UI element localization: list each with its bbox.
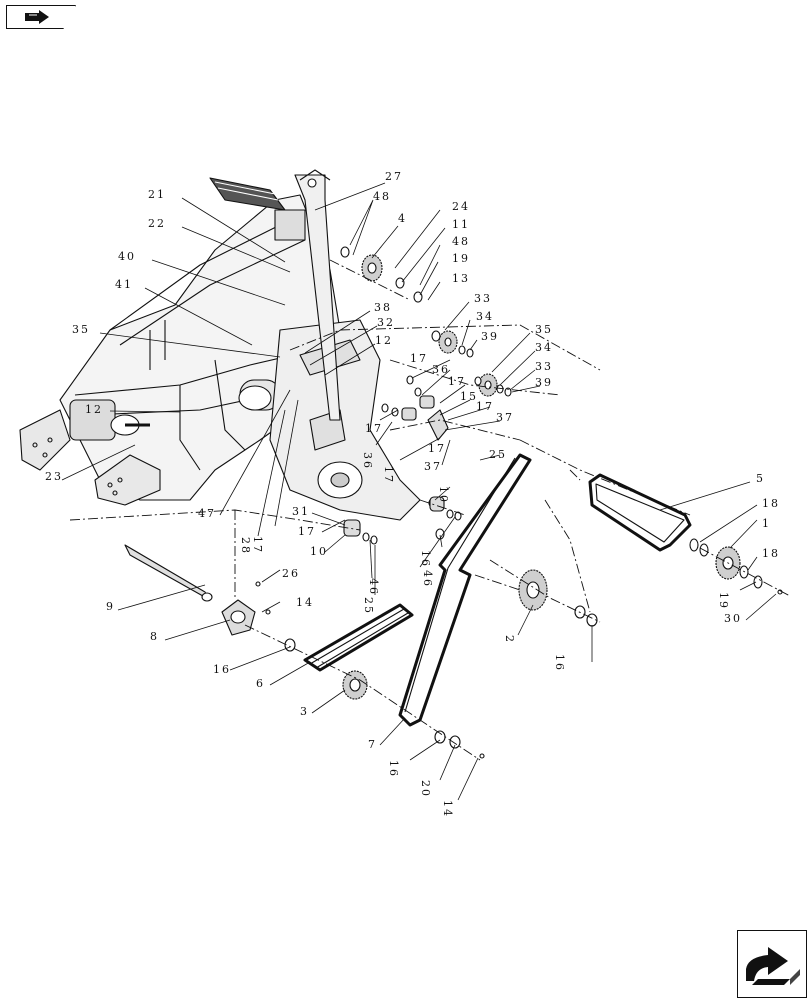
callout-17: 17	[298, 525, 316, 538]
callout-30: 30	[724, 612, 742, 625]
callout-36: 36	[432, 363, 450, 376]
callout-48: 48	[452, 235, 470, 248]
callout-38: 38	[374, 301, 392, 314]
callout-48: 48	[373, 190, 391, 203]
callout-28: 28	[239, 537, 252, 555]
sprocket-3	[342, 670, 368, 700]
belt-5	[588, 473, 692, 552]
callout-41: 41	[115, 278, 133, 291]
callout-8: 8	[150, 630, 159, 643]
sprocket-33a	[438, 330, 458, 354]
callout-35: 35	[72, 323, 90, 336]
callout-47: 47	[198, 507, 216, 520]
callout-46: 46	[421, 570, 434, 588]
callout-17: 17	[476, 400, 494, 413]
curved-arrow-in-box-icon	[746, 947, 800, 985]
callout-12: 12	[85, 403, 103, 416]
sprocket-4	[361, 254, 383, 282]
callout-33: 33	[535, 360, 553, 373]
callout-25: 25	[489, 448, 507, 461]
callout-26: 26	[282, 567, 300, 580]
callout-32: 32	[377, 316, 395, 329]
callout-17: 17	[365, 422, 383, 435]
callout-16: 16	[213, 663, 231, 676]
callout-19: 19	[717, 592, 730, 610]
callout-18: 18	[762, 547, 780, 560]
belt-7	[398, 453, 532, 727]
callout-17: 17	[410, 352, 428, 365]
callout-34: 34	[476, 310, 494, 323]
callout-9: 9	[106, 600, 115, 613]
callout-34: 34	[535, 341, 553, 354]
sprocket-35	[478, 373, 498, 397]
main-frame	[19, 169, 421, 521]
callout-6: 6	[256, 677, 265, 690]
sprocket-2	[518, 569, 548, 611]
center-lines	[69, 259, 791, 761]
callout-24: 24	[452, 200, 470, 213]
callout-12: 12	[375, 334, 393, 347]
callout-4: 4	[398, 212, 407, 225]
belt-6	[303, 603, 414, 672]
callout-1: 1	[762, 517, 771, 530]
callout-10: 10	[310, 545, 328, 558]
callout-35: 35	[535, 323, 553, 336]
callout-11: 11	[452, 218, 470, 231]
callout-18: 18	[762, 497, 780, 510]
hardware-parts	[255, 246, 783, 759]
callout-25: 25	[362, 597, 375, 615]
callout-16: 16	[553, 654, 566, 672]
callout-33: 33	[474, 292, 492, 305]
callout-7: 7	[368, 738, 377, 751]
callout-5: 5	[756, 472, 765, 485]
callout-27: 27	[385, 170, 403, 183]
leader-lines	[61, 182, 777, 801]
callout-22: 22	[148, 217, 166, 230]
next-page-button[interactable]	[737, 930, 807, 998]
callout-21: 21	[148, 188, 166, 201]
callout-2: 2	[503, 635, 516, 644]
callout-14: 14	[441, 800, 454, 818]
callout-37: 37	[424, 460, 442, 473]
callout-17: 17	[448, 375, 466, 388]
callout-15: 15	[460, 390, 478, 403]
callout-17: 17	[428, 442, 446, 455]
callout-23: 23	[45, 470, 63, 483]
callout-17: 17	[382, 466, 395, 484]
callout-3: 3	[300, 705, 309, 718]
previous-page-button[interactable]	[6, 5, 76, 29]
callout-13: 13	[452, 272, 470, 285]
callout-16: 16	[387, 760, 400, 778]
callout-10: 10	[437, 486, 450, 504]
callout-14: 14	[296, 596, 314, 609]
callout-37: 37	[496, 411, 514, 424]
callout-labels: 2122404135274842411481913333439383212353…	[45, 170, 780, 818]
callout-46: 46	[367, 578, 380, 596]
arrow-right-in-box-icon	[25, 10, 49, 24]
callout-31: 31	[292, 505, 310, 518]
callout-36: 36	[361, 452, 374, 470]
callout-19: 19	[452, 252, 470, 265]
drive-shaft	[124, 544, 213, 602]
bearing-flange	[221, 599, 256, 636]
callout-39: 39	[535, 376, 553, 389]
callout-20: 20	[419, 780, 432, 798]
callout-39: 39	[481, 330, 499, 343]
callout-40: 40	[118, 250, 136, 263]
callout-17: 17	[251, 536, 264, 554]
callout-16: 16	[419, 550, 432, 568]
